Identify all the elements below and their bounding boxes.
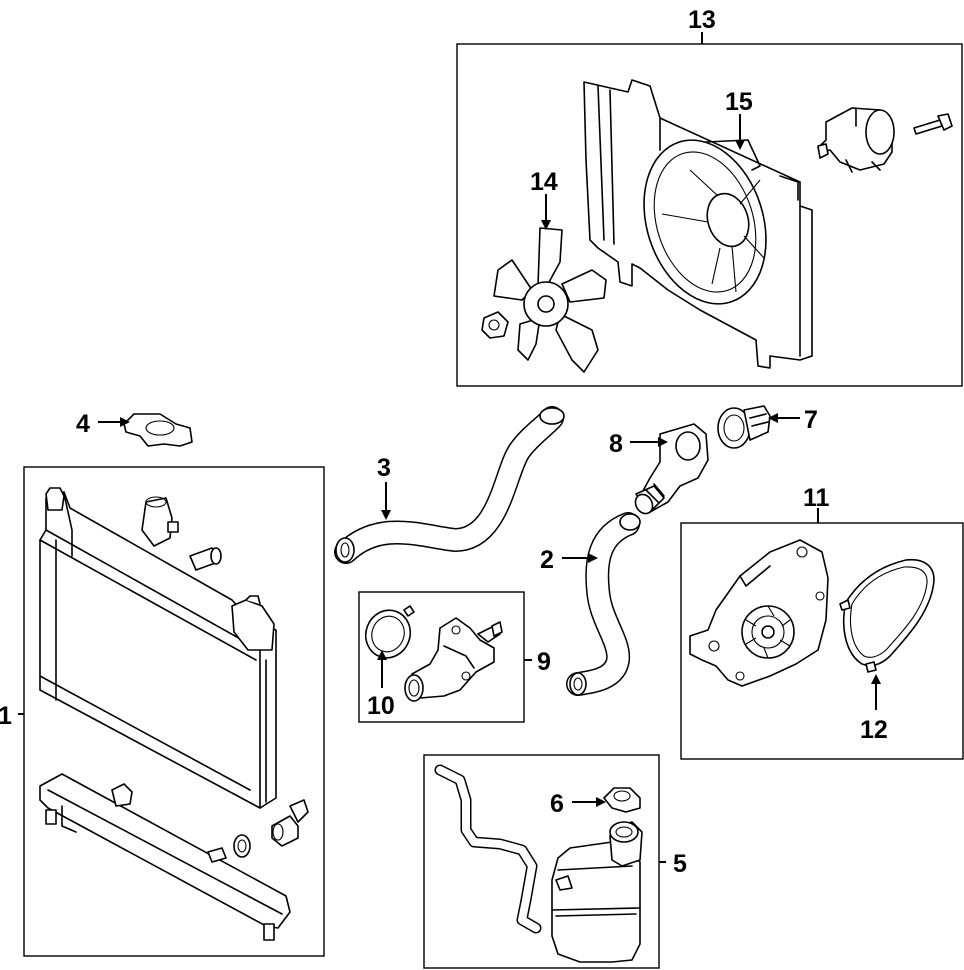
water-pump-box — [680, 522, 964, 760]
callout-2: 2 — [540, 546, 554, 574]
upper-radiator-hose — [334, 406, 565, 564]
reservoir-hose — [434, 764, 542, 934]
callout-13: 13 — [688, 6, 716, 34]
callout-11: 11 — [803, 484, 830, 512]
callout-4: 4 — [76, 410, 90, 438]
thermostat — [717, 405, 771, 449]
water-pump-gasket — [839, 558, 935, 673]
fan-nut — [481, 311, 509, 339]
fan-blade — [493, 227, 607, 373]
callout-3: 3 — [377, 454, 391, 482]
leader-lines — [18, 32, 881, 863]
callout-1: 1 — [0, 702, 12, 730]
thermostat-housing-box — [358, 591, 525, 723]
drain-o-ring — [233, 834, 251, 858]
fan-assembly-box — [456, 43, 963, 387]
callout-5: 5 — [673, 850, 687, 878]
callout-9: 9 — [537, 648, 551, 676]
fan-shroud — [583, 79, 813, 369]
water-outlet — [634, 423, 709, 515]
callout-8: 8 — [609, 430, 623, 458]
radiator — [39, 487, 277, 809]
callout-15: 15 — [725, 88, 753, 116]
lower-radiator-hose — [566, 512, 641, 696]
fan-bolt — [913, 113, 953, 135]
water-pump — [689, 539, 829, 687]
callout-14: 14 — [530, 168, 558, 196]
callout-7: 7 — [804, 406, 818, 434]
radiator-box — [23, 466, 325, 957]
thermostat-housing — [404, 617, 503, 702]
radiator-cap — [123, 413, 193, 447]
drain-plug — [271, 799, 309, 847]
callout-6: 6 — [550, 790, 564, 818]
reservoir-cap — [603, 787, 641, 813]
fan-motor — [817, 107, 895, 173]
coolant-reservoir — [551, 821, 643, 963]
callout-10: 10 — [367, 692, 395, 720]
callout-12: 12 — [860, 716, 888, 744]
radiator-lower-tank — [39, 773, 291, 941]
thermostat-gasket — [364, 605, 415, 659]
